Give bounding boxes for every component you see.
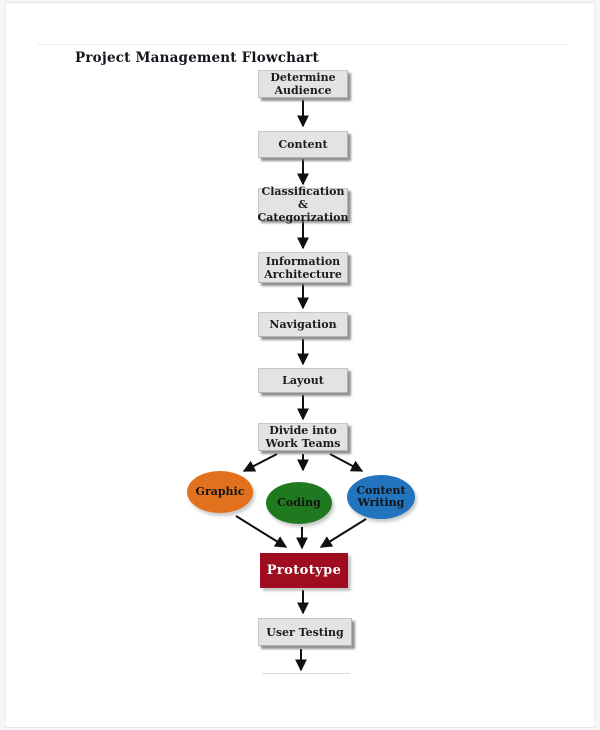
step-label: Information Architecture [264,254,342,281]
team-coding-ellipse: Coding [266,482,332,524]
step-label: Divide into Work Teams [265,424,341,450]
team-label: Graphic [195,484,245,498]
step-label: Classification & Categorization [257,184,349,224]
step-prototype: Prototype [260,553,348,588]
step-label: Determine Audience [270,71,336,97]
step-label: User Testing [266,625,344,639]
step-label: Navigation [269,318,337,331]
step-navigation: Navigation [258,312,348,337]
team-graphic-ellipse: Graphic [187,471,253,513]
step-divide-into-work-teams: Divide into Work Teams [258,423,348,451]
team-label: Coding [277,495,321,509]
team-label: Content Writing [356,483,406,509]
step-layout: Layout [258,368,348,393]
step-user-testing: User Testing [258,618,352,646]
header-divider [37,44,567,45]
step-determine-audience: Determine Audience [258,70,348,98]
step-label: Content [278,138,328,151]
step-content: Content [258,131,348,158]
next-step-cutoff-edge [262,673,350,674]
step-information-architecture: Information Architecture [258,252,348,283]
step-label: Prototype [266,563,342,578]
team-content-writing-ellipse: Content Writing [347,475,415,519]
step-classification-categorization: Classification & Categorization [258,185,349,224]
step-label: Layout [282,374,324,387]
page-title: Project Management Flowchart [75,50,319,66]
